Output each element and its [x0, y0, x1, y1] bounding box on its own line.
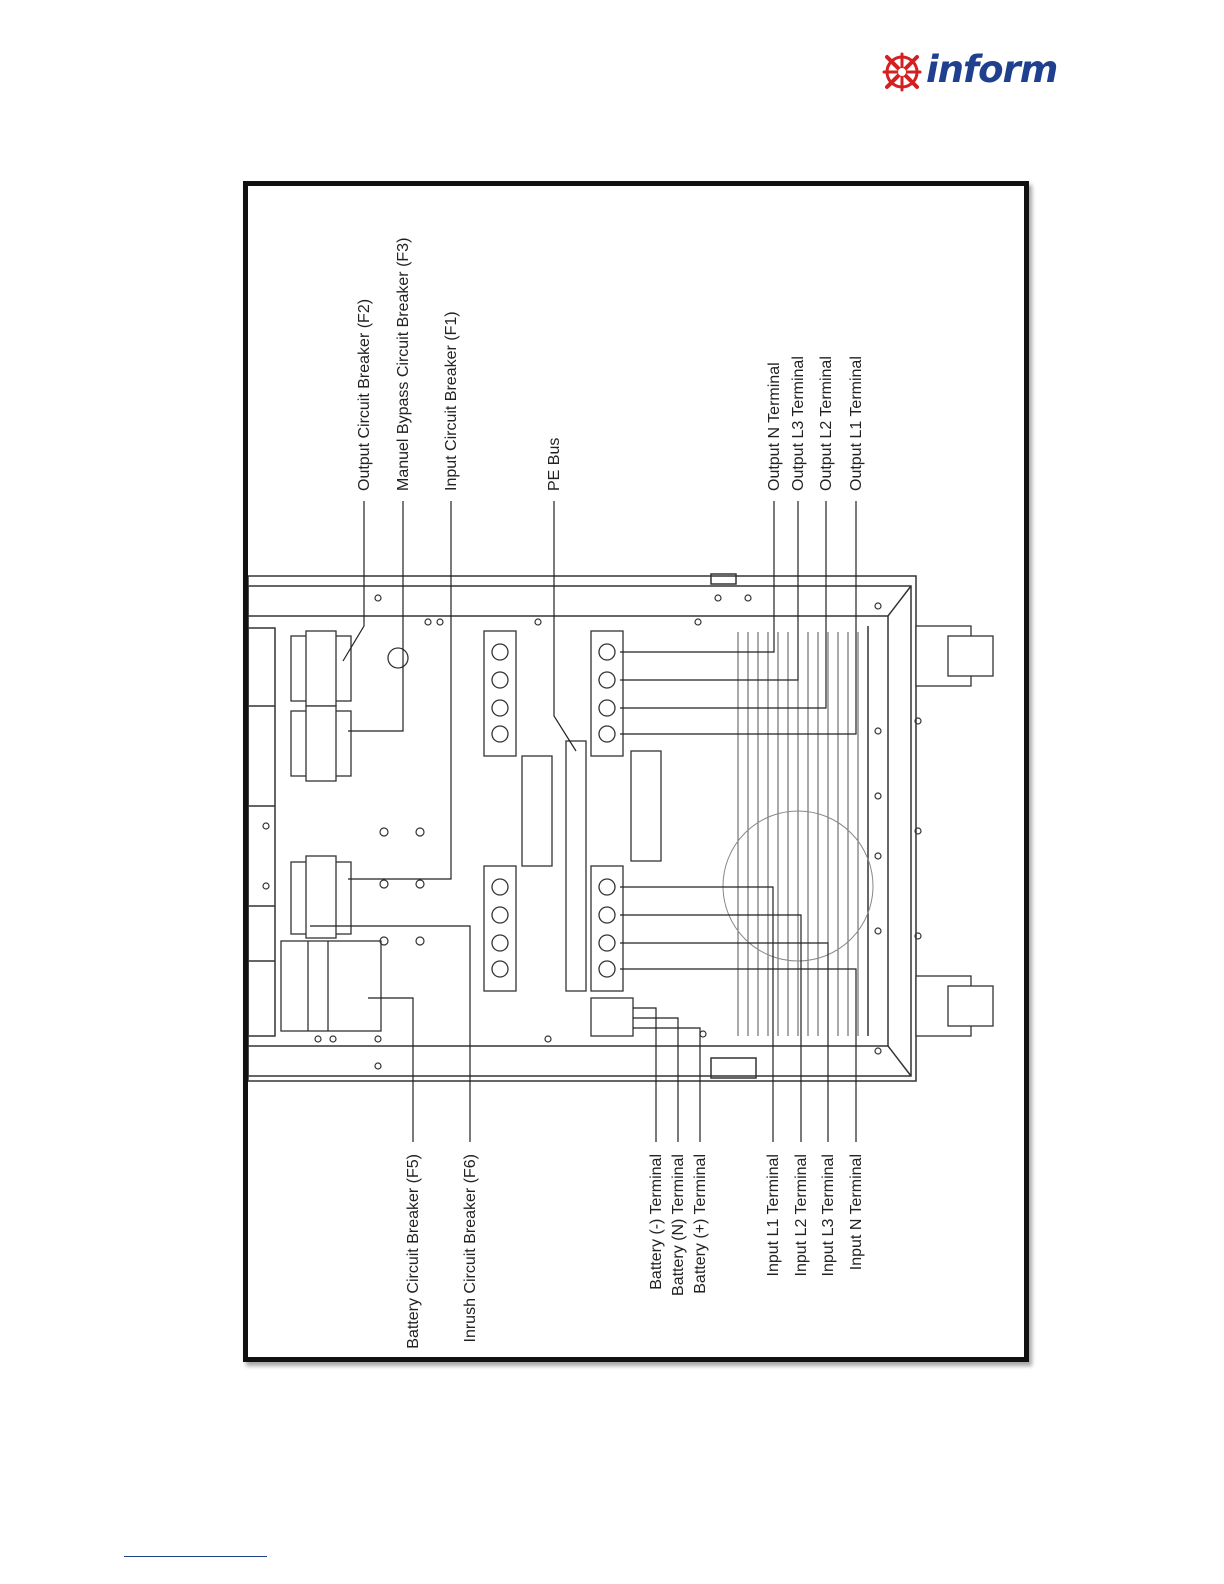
label-output-breaker-f2: Output Circuit Breaker (F2) [356, 299, 373, 491]
terminal-studs [491, 643, 616, 978]
label-output-n-terminal: Output N Terminal [766, 362, 783, 491]
label-battery-n-terminal: Battery (N) Terminal [670, 1154, 687, 1296]
ups-cabinet-diagram-frame: Output Circuit Breaker (F2) Manuel Bypas… [243, 181, 1029, 1362]
label-pe-bus: PE Bus [546, 438, 563, 491]
label-manual-bypass-f3: Manuel Bypass Circuit Breaker (F3) [395, 238, 412, 491]
inform-star-icon [882, 52, 922, 92]
label-input-l1-terminal: Input L1 Terminal [765, 1154, 782, 1276]
screw-holes [314, 594, 922, 1070]
ups-cabinet-diagram: Output Circuit Breaker (F2) Manuel Bypas… [248, 238, 994, 1349]
circuit-breakers [280, 630, 409, 1032]
label-input-l3-terminal: Input L3 Terminal [820, 1154, 837, 1276]
fan-grille [737, 632, 859, 1036]
label-battery-breaker-f5: Battery Circuit Breaker (F5) [405, 1154, 422, 1349]
pe-bus-bar [521, 740, 662, 992]
label-inrush-breaker-f6: Inrush Circuit Breaker (F6) [462, 1154, 479, 1343]
inform-logo: inform [880, 48, 1070, 96]
castor-wheels [915, 625, 994, 1037]
label-output-l3-terminal: Output L3 Terminal [790, 356, 807, 491]
label-battery-neg-terminal: Battery (-) Terminal [648, 1154, 665, 1290]
label-output-l1-terminal: Output L1 Terminal [848, 356, 865, 491]
mounting-holes [262, 822, 425, 946]
label-output-l2-terminal: Output L2 Terminal [818, 356, 835, 491]
logo-wordmark: inform [926, 48, 1058, 91]
leader-lines [310, 501, 857, 1142]
terminal-blocks [483, 630, 634, 1037]
top-labels: Output Circuit Breaker (F2) Manuel Bypas… [356, 238, 865, 491]
label-input-l2-terminal: Input L2 Terminal [793, 1154, 810, 1276]
bottom-labels: Battery Circuit Breaker (F5) Inrush Circ… [405, 1154, 865, 1349]
footer-rule [124, 1556, 267, 1557]
label-input-n-terminal: Input N Terminal [848, 1154, 865, 1270]
fan-circle [722, 810, 874, 962]
label-input-breaker-f1: Input Circuit Breaker (F1) [443, 311, 460, 491]
label-battery-pos-terminal: Battery (+) Terminal [692, 1154, 709, 1294]
